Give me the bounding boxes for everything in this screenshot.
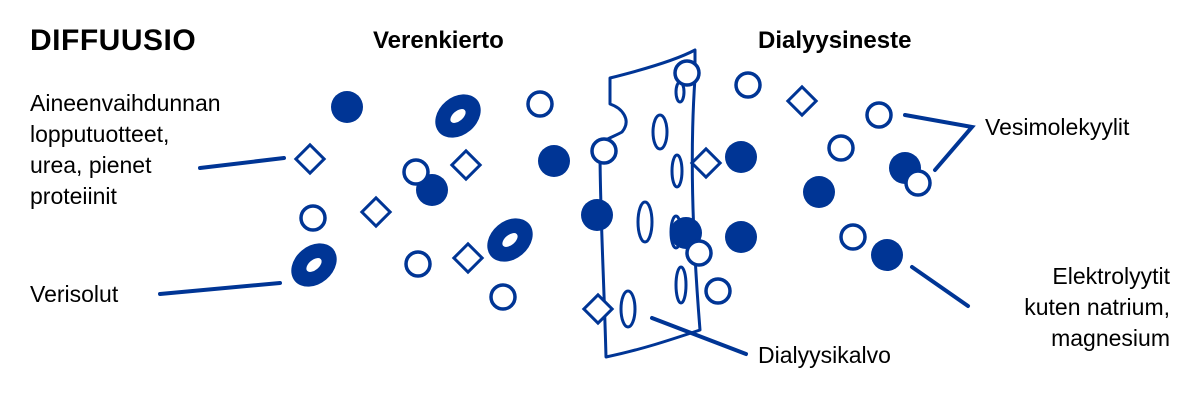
water-molecule bbox=[590, 137, 618, 165]
label-electrolytes: Elektrolyytit kuten natrium, magnesium bbox=[1024, 263, 1170, 351]
membrane-pore bbox=[651, 113, 669, 151]
leader-line-water bbox=[903, 113, 976, 172]
water-molecule bbox=[685, 239, 713, 267]
electrolyte-particle bbox=[581, 199, 613, 231]
water-molecule bbox=[489, 283, 517, 311]
water-molecule bbox=[402, 158, 430, 186]
leader-line-waste bbox=[198, 156, 286, 170]
waste-particle bbox=[293, 142, 327, 176]
waste-particle bbox=[785, 84, 819, 118]
label-dialysis-membrane: Dialyysikalvo bbox=[758, 342, 891, 368]
leader-line-membrane bbox=[650, 316, 748, 356]
membrane-pore bbox=[636, 200, 654, 244]
water-molecule bbox=[734, 71, 762, 99]
water-molecule bbox=[404, 250, 432, 278]
header-dialysis-fluid: Dialyysineste bbox=[758, 27, 912, 54]
water-molecule bbox=[673, 59, 701, 87]
membrane-pore bbox=[670, 153, 684, 189]
waste-particle bbox=[581, 292, 615, 326]
blood-cell bbox=[487, 218, 533, 262]
water-molecule bbox=[299, 204, 327, 232]
header-blood-circulation: Verenkierto bbox=[373, 27, 504, 54]
waste-particle bbox=[689, 146, 723, 180]
electrolyte-particle bbox=[331, 91, 363, 123]
label-water-molecules: Vesimolekyylit bbox=[985, 114, 1130, 140]
electrolyte-particle bbox=[725, 141, 757, 173]
water-molecule bbox=[839, 223, 867, 251]
blood-cell bbox=[435, 94, 481, 138]
electrolyte-particle bbox=[725, 221, 757, 253]
water-molecule bbox=[827, 134, 855, 162]
electrolyte-particle bbox=[538, 145, 570, 177]
membrane-pore bbox=[619, 289, 637, 329]
page-title: DIFFUUSIO bbox=[30, 24, 197, 57]
water-molecule bbox=[526, 90, 554, 118]
label-blood-cells: Verisolut bbox=[30, 281, 119, 307]
electrolyte-particle bbox=[871, 239, 903, 271]
blood-cell bbox=[291, 243, 337, 287]
water-molecule bbox=[704, 277, 732, 305]
waste-particle bbox=[449, 148, 483, 182]
membrane-pore bbox=[674, 265, 688, 305]
water-molecule bbox=[865, 101, 893, 129]
waste-particle bbox=[359, 195, 393, 229]
label-waste-products: Aineenvaihdunnan lopputuotteet, urea, pi… bbox=[30, 90, 221, 209]
waste-particle bbox=[451, 241, 485, 275]
leader-line-electrolytes bbox=[910, 265, 970, 308]
leader-line-blood-cells bbox=[158, 281, 282, 296]
water-molecule bbox=[904, 169, 932, 197]
electrolyte-particle bbox=[803, 176, 835, 208]
